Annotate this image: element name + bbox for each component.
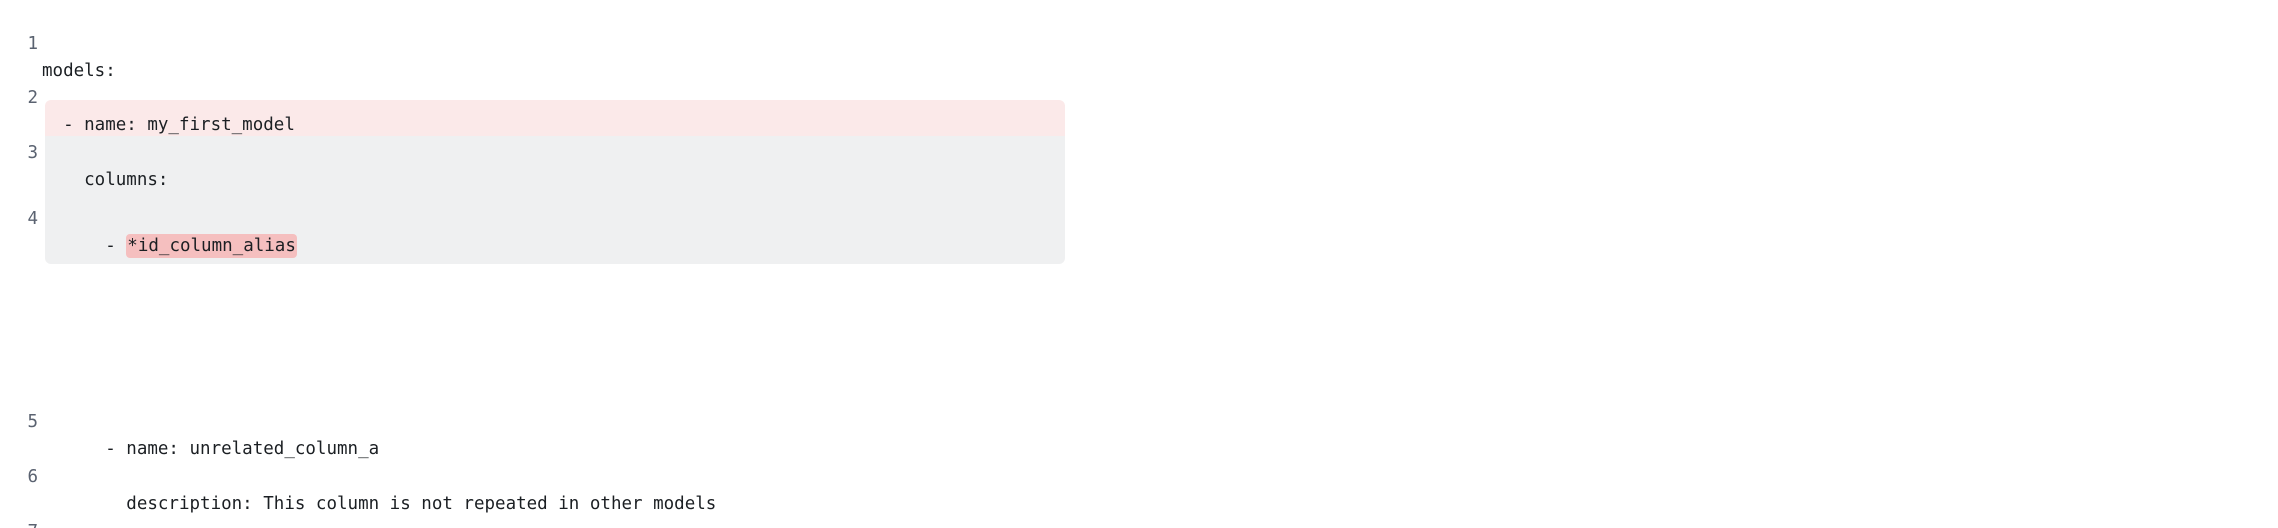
code-line-added[interactable]: 4 - name: id: [1139, 179, 2278, 206]
code-lines-after: 1 models: 2 - name: my_first_model 3 col…: [1139, 0, 2278, 324]
removed-token-highlight: *id_column_alias: [126, 234, 297, 258]
diff-pane-before[interactable]: 1 models: 2 - name: my_first_model 3 col…: [0, 0, 1139, 528]
line-number: 3: [27, 143, 38, 163]
code-line[interactable]: 10 - name: unrelated_column_a: [1139, 517, 2278, 528]
line-content: - *id_column_alias: [42, 233, 297, 260]
code-line[interactable]: 1 models:: [1139, 4, 2278, 31]
code-lines-before: 1 models: 2 - name: my_first_model 3 col…: [0, 0, 1139, 528]
line-number: 4: [27, 209, 38, 229]
line-content: - name: my_first_model: [42, 115, 295, 135]
code-line[interactable]: 3 columns:: [0, 113, 1139, 190]
line-number: 7: [4, 519, 38, 528]
line-number: 2: [27, 88, 38, 108]
code-line-added[interactable]: 5 description: This is a unique identifi…: [1139, 233, 2278, 260]
line-content: columns:: [42, 170, 169, 190]
line-number: 6: [27, 467, 38, 487]
line-number: 1: [27, 34, 38, 54]
code-line-added[interactable]: 9 - unique: [1139, 453, 2278, 480]
code-line[interactable]: 6 description: This column is not repeat…: [0, 437, 1139, 514]
line-content: - name: unrelated_column_a: [42, 439, 380, 459]
code-line[interactable]: 3 columns:: [1139, 113, 2278, 140]
line-content: description: This column is not repeated…: [42, 494, 717, 514]
code-line-added[interactable]: 8 - not_null: [1139, 398, 2278, 425]
code-line-added[interactable]: 7 data_tests:: [1139, 343, 2278, 370]
code-line[interactable]: 2 - name: my_first_model: [1139, 58, 2278, 85]
code-line-added[interactable]: 6 data_type: int: [1139, 288, 2278, 315]
code-line[interactable]: 2 - name: my_first_model: [0, 58, 1139, 135]
line-content: models:: [42, 61, 116, 81]
code-line[interactable]: 7 - name: unrelated_column_b: [0, 492, 1139, 528]
diff-pane-after[interactable]: 1 models: 2 - name: my_first_model 3 col…: [1139, 0, 2278, 528]
code-line[interactable]: 1 models:: [0, 4, 1139, 81]
line-number: 5: [27, 412, 38, 432]
line-indent-prefix: -: [42, 236, 127, 256]
code-line-removed[interactable]: 4 - *id_column_alias: [0, 179, 1139, 258]
code-line[interactable]: 5 - name: unrelated_column_a: [0, 382, 1139, 459]
